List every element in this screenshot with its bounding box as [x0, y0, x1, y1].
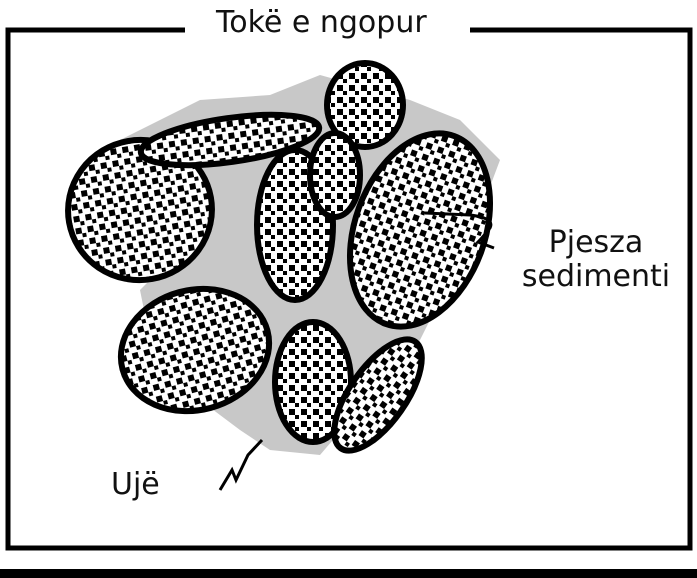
diagram-title: Tokë e ngopur: [200, 6, 443, 40]
sediment-particle-label: Pjesza sedimenti: [512, 222, 680, 297]
water-pointer-line: [220, 440, 262, 490]
particle: [310, 133, 360, 217]
sediment-label-line2: sedimenti: [512, 260, 680, 294]
sediment-label-line1: Pjesza: [512, 226, 680, 260]
water-label: Ujë: [107, 468, 164, 502]
bottom-bar: [0, 569, 697, 578]
